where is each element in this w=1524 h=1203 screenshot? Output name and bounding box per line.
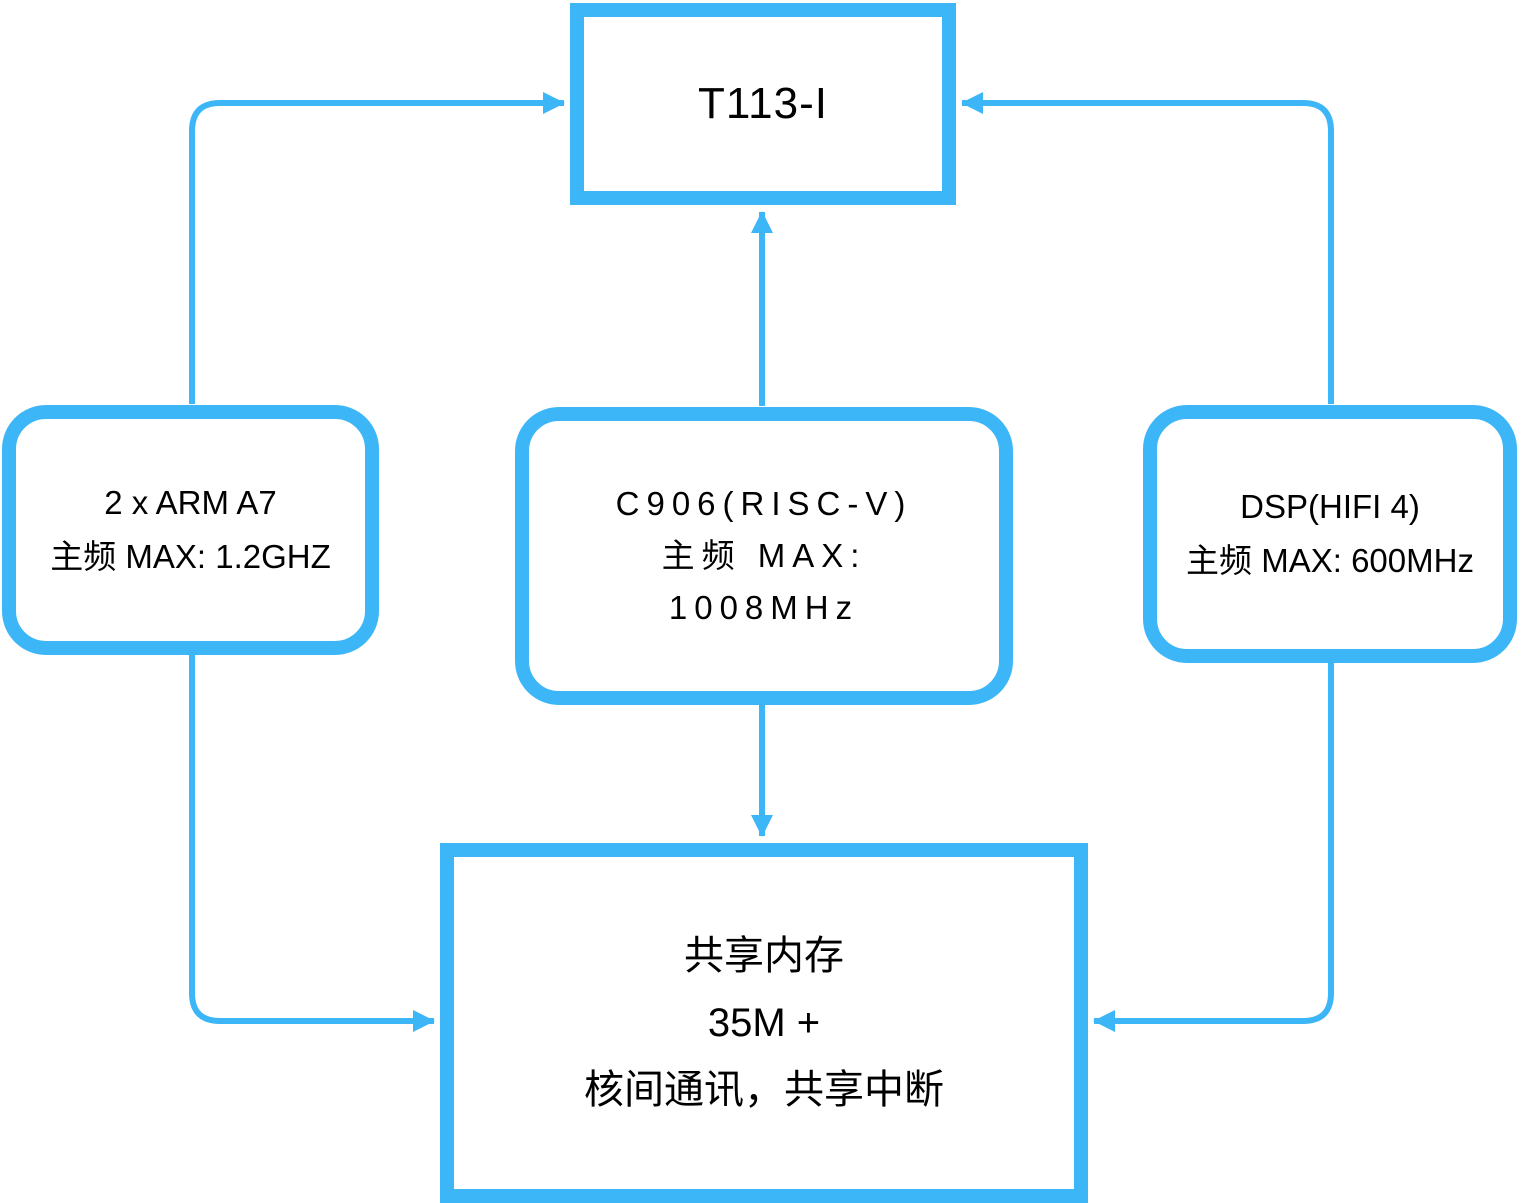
connector-dsp-to-soc xyxy=(961,92,1334,404)
connector-arm-to-memory xyxy=(189,654,435,1032)
node-c906-frequency: 1008MHz xyxy=(668,589,860,626)
node-c906-riscv: C906(RISC-V) 主频 MAX: 1008MHz xyxy=(515,407,1013,705)
node-shared-memory-label: 共享内存 xyxy=(684,933,844,978)
node-arm-a7-spec: 主频 MAX: 1.2GHZ xyxy=(50,538,331,575)
node-shared-memory-size: 35M + xyxy=(707,1000,821,1045)
connector-dsp-to-memory xyxy=(1093,662,1334,1032)
node-shared-memory-detail: 核间通讯，共享中断 xyxy=(584,1067,944,1112)
node-dsp-spec: 主频 MAX: 600MHz xyxy=(1186,542,1474,579)
node-arm-a7: 2 x ARM A7 主频 MAX: 1.2GHZ xyxy=(2,405,379,655)
node-arm-a7-label: 2 x ARM A7 xyxy=(104,484,277,521)
node-c906-spec: 主频 MAX: xyxy=(661,537,867,574)
node-c906-label: C906(RISC-V) xyxy=(615,485,913,522)
node-dsp-label: DSP(HIFI 4) xyxy=(1240,488,1420,525)
node-t113i-label: T113-I xyxy=(698,79,828,128)
node-t113i: T113-I xyxy=(570,3,956,205)
connector-arm-to-soc xyxy=(189,92,565,404)
node-shared-memory: 共享内存 35M + 核间通讯，共享中断 xyxy=(440,843,1088,1203)
node-dsp-hifi4: DSP(HIFI 4) 主频 MAX: 600MHz xyxy=(1143,405,1517,663)
